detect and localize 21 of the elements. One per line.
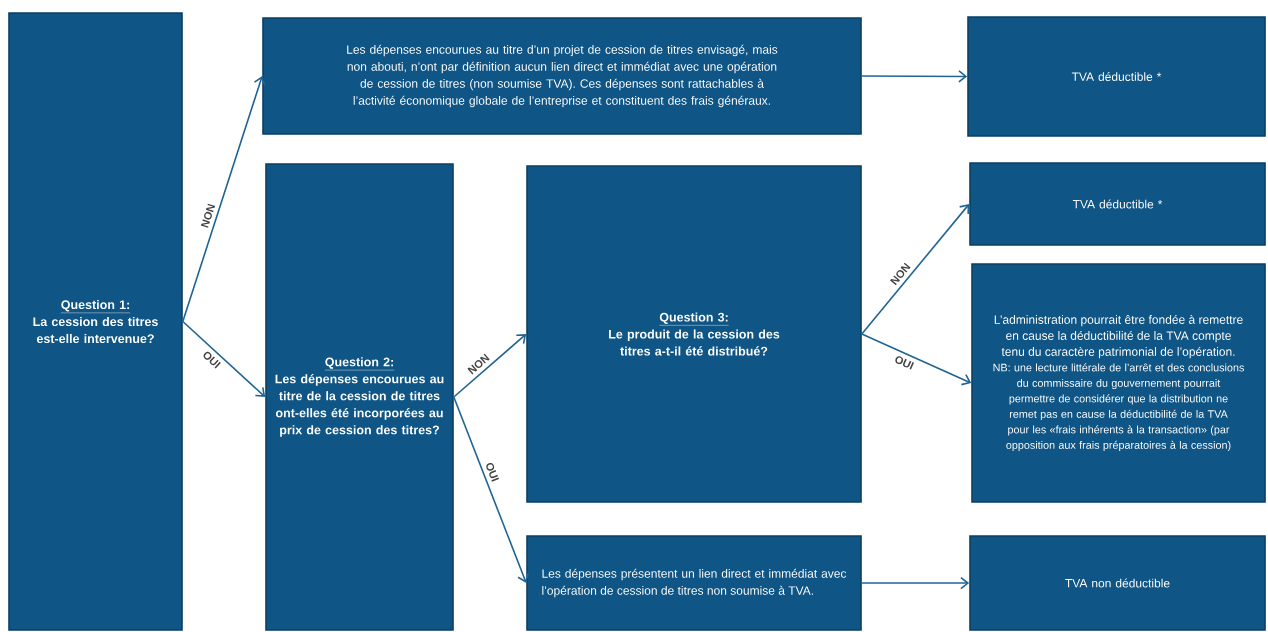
arrow (182, 320, 266, 397)
arrow (453, 396, 530, 583)
text-box: Les dépenses présentent un lien direct et immédiat avec l’opération de cession de titres non soumise à TVA. (526, 535, 862, 631)
result-box: TVA déductible * (967, 16, 1266, 137)
question-box: Question 1: La cession des titres est-elle intervenue? (8, 12, 183, 631)
arrow (453, 334, 527, 398)
result-box: TVA déductible * (969, 162, 1266, 246)
arrow (861, 204, 970, 335)
result-box: TVA non déductible (969, 535, 1266, 631)
arrow (861, 333, 972, 386)
question-box: Question 3: Le produit de la cession des titres a-t-il été distribué? (526, 165, 862, 503)
arrow (861, 70, 968, 83)
edge-label: OUI (891, 352, 917, 372)
text-box: Les dépenses encourues au titre d’un projet de cession de titres envisagé, mais non abouti, n’ont par définition aucun lien direct et immédiat avec une opération de cession de titres (non soumise TVA). Ces dépenses sont rattachables à l’activité économique globale de l’entreprise et constituent des frais généraux. (262, 17, 862, 135)
question-box: Question 2: Les dépenses encourues au titre de la cession de titres ont-elles été incorporées au prix de cession des titres? (265, 163, 454, 631)
edge-label: OUI (483, 459, 502, 485)
arrow (182, 76, 266, 323)
arrow (861, 576, 970, 590)
text-box: L’administration pourrait être fondée à remettre en cause la déductibilité de la TVA compte tenu du caractère patrimonial de l’opération. NB: une lecture littérale de l’arrêt et des conclusions du commissaire du gouvernement pourrait permettre de considérer que la distribution ne remet pas en cause la déductibilité de la TVA pour les «frais inhérents à la transaction» (par opposition aux frais préparatoires à la cession) (971, 263, 1266, 503)
edge-label: OUI (199, 347, 224, 372)
edge-label: NON (198, 201, 218, 231)
